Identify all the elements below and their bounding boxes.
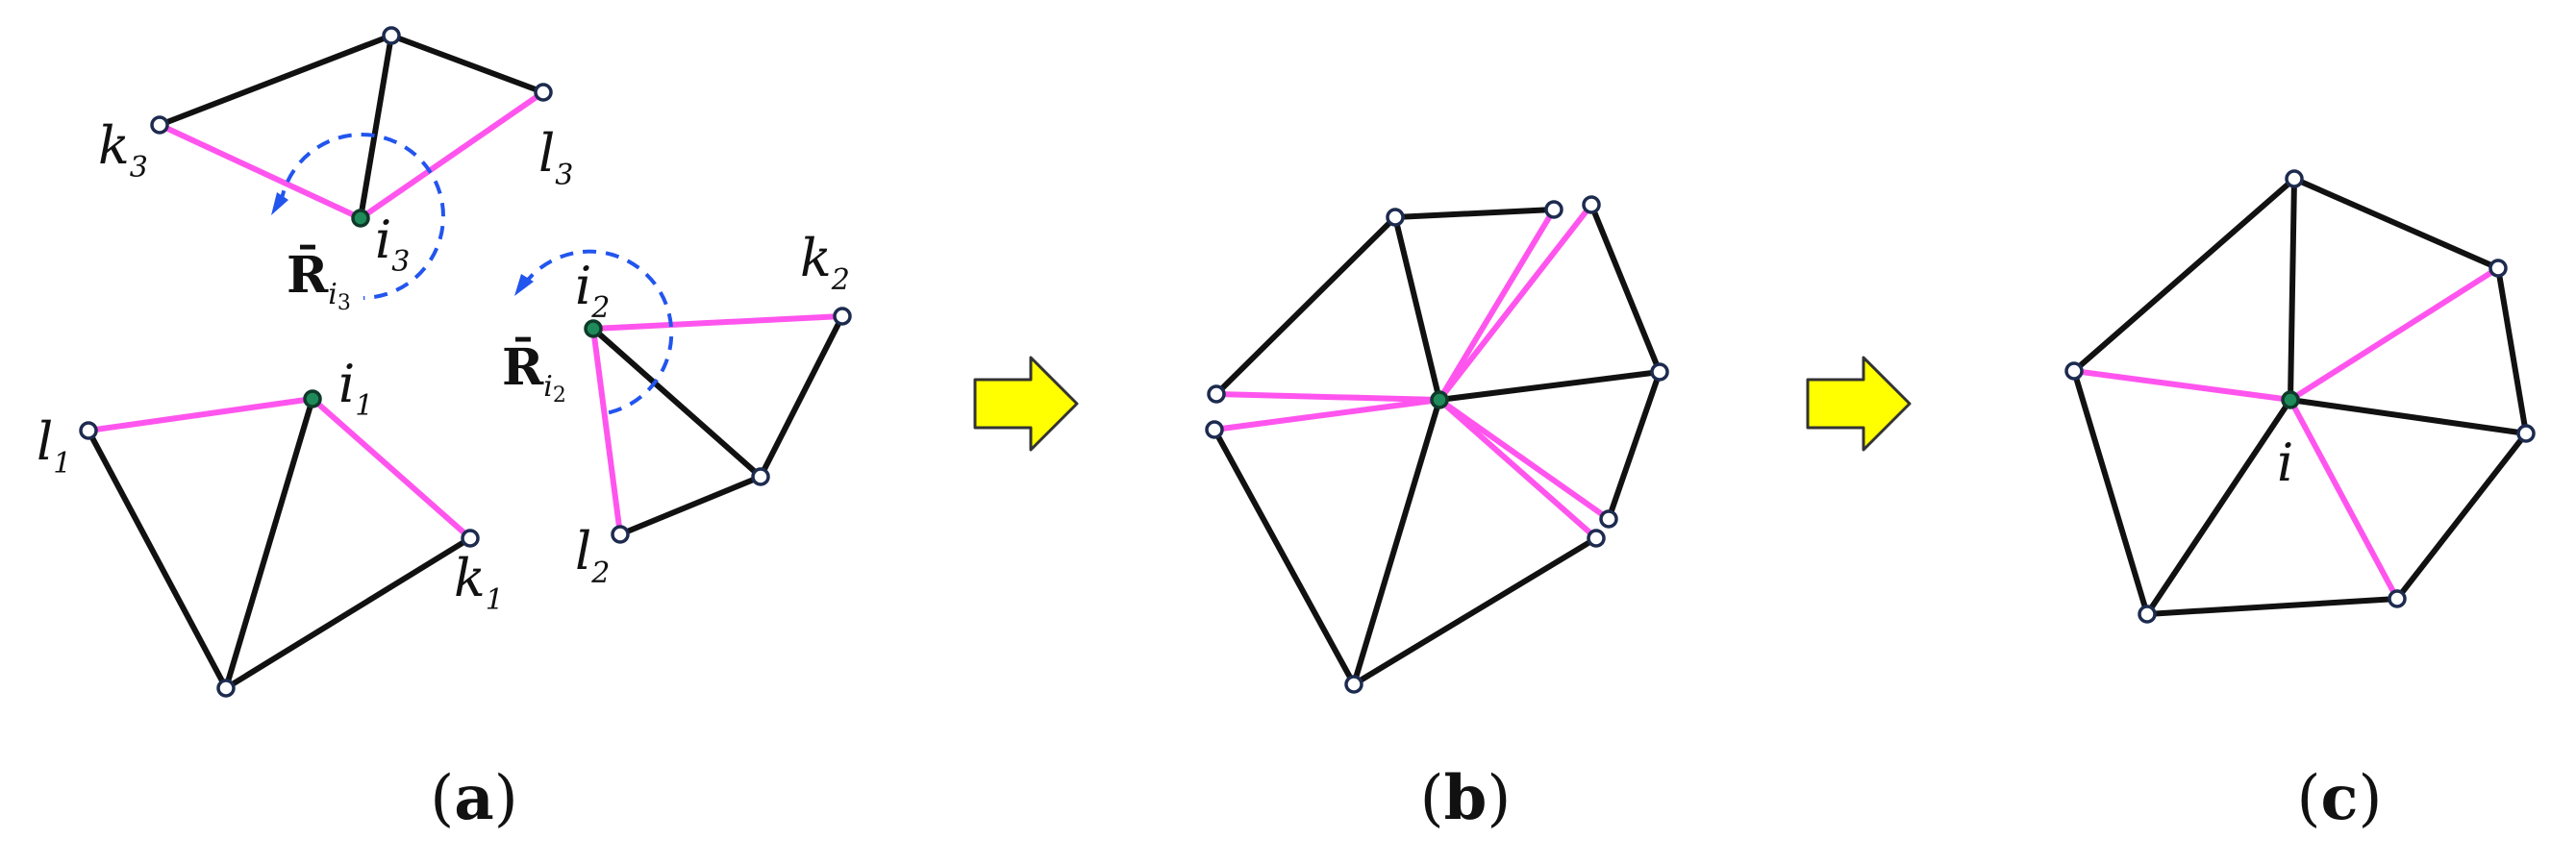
label-l2: l2 xyxy=(575,521,610,590)
vertex-node xyxy=(2285,169,2304,188)
vertex-node-l3 xyxy=(534,83,553,102)
edge xyxy=(2144,397,2293,617)
caption-a: (a) xyxy=(430,762,517,834)
edge xyxy=(2071,176,2297,374)
vertex-node xyxy=(1544,200,1563,219)
vertex-node xyxy=(1205,420,1224,439)
highlight-edge xyxy=(1437,202,1594,403)
edge xyxy=(1606,369,1663,522)
transition-arrow-1 xyxy=(973,356,1079,452)
rotation-arrowhead-i2 xyxy=(514,274,534,296)
highlight-edge xyxy=(2071,368,2293,403)
edge xyxy=(388,33,546,95)
edge xyxy=(590,326,763,480)
highlight-edge xyxy=(590,313,845,332)
highlight-edge xyxy=(1212,397,1442,432)
center-node xyxy=(1430,390,1449,409)
label-k1: k1 xyxy=(454,548,504,617)
edge xyxy=(2071,368,2150,617)
label-l3: l3 xyxy=(538,123,573,192)
edge xyxy=(358,33,394,221)
edge xyxy=(1392,214,1442,403)
vertex-node xyxy=(2138,605,2157,624)
vertex-node xyxy=(1207,384,1226,404)
edge xyxy=(2394,431,2529,602)
panel-c: i xyxy=(2064,169,2536,624)
vertex-node-l2 xyxy=(611,525,630,544)
vertex-node xyxy=(1599,509,1618,529)
label-k2: k2 xyxy=(800,228,850,297)
highlight-edge xyxy=(157,122,363,221)
label-R-i3: R̄i3 xyxy=(287,245,351,315)
edge xyxy=(86,428,229,691)
edge xyxy=(617,474,763,537)
highlight-edge xyxy=(2288,265,2501,403)
highlight-edge xyxy=(1437,397,1599,541)
highlight-edge xyxy=(310,396,473,541)
edge xyxy=(157,33,394,128)
highlight-edge xyxy=(86,396,315,433)
vertex-node xyxy=(1650,362,1669,382)
edge xyxy=(2144,596,2400,617)
vertex-node xyxy=(2388,589,2407,608)
rotation-arrowhead-i3 xyxy=(271,192,288,215)
label-i: i xyxy=(2277,432,2293,493)
label-i2: i2 xyxy=(575,256,610,325)
center-node-i2 xyxy=(584,319,603,338)
vertex-node xyxy=(216,679,236,698)
label-l1: l1 xyxy=(37,411,71,481)
edge xyxy=(758,313,845,480)
label-k3: k3 xyxy=(98,115,148,185)
label-i1: i1 xyxy=(338,354,373,423)
edge xyxy=(2495,265,2529,436)
caption-b: (b) xyxy=(1420,762,1512,834)
center-node-i3 xyxy=(351,209,370,228)
edge xyxy=(1437,369,1663,403)
edge xyxy=(223,535,473,691)
panel-b xyxy=(1205,195,1669,694)
highlight-edge xyxy=(2288,397,2400,602)
rotation-arc-i2 xyxy=(522,249,674,415)
vertex-node xyxy=(1582,195,1601,214)
vertex-node xyxy=(1386,208,1405,227)
edge xyxy=(223,396,315,691)
edge xyxy=(1351,535,1599,687)
edge xyxy=(1351,397,1442,687)
label-i3: i3 xyxy=(375,210,410,279)
vertex-node-k1 xyxy=(461,529,480,548)
edge xyxy=(1588,202,1663,375)
highlight-edge xyxy=(1213,391,1442,403)
edge xyxy=(1213,214,1398,397)
caption-c: (c) xyxy=(2297,762,2383,834)
transition-arrow-2 xyxy=(1806,356,1912,452)
center-node-i1 xyxy=(303,389,322,408)
edge xyxy=(1212,427,1357,687)
vertex-node xyxy=(2488,259,2508,278)
vertex-node-k3 xyxy=(150,115,169,135)
vertex-node xyxy=(2516,424,2536,443)
panel-a: k3 l3 i3 R̄i3 i2 k2 R̄i2 i1 l1 k1 l2 xyxy=(37,26,852,698)
rotation-arc-i3 xyxy=(279,133,445,300)
highlight-edge xyxy=(1437,397,1612,522)
edge xyxy=(2288,397,2529,436)
edge xyxy=(1392,207,1557,220)
edge xyxy=(2288,176,2297,403)
highlight-edge xyxy=(1437,207,1557,403)
center-node-i xyxy=(2281,390,2300,409)
vertex-node-l1 xyxy=(79,421,98,440)
vertex-node xyxy=(751,467,770,486)
highlight-edge xyxy=(590,326,623,537)
vertex-node xyxy=(1344,675,1363,694)
vertex-node xyxy=(2064,361,2084,381)
vertex-node-k2 xyxy=(833,307,852,326)
highlight-edge xyxy=(358,89,546,221)
vertex-node xyxy=(1587,529,1606,548)
edge xyxy=(2291,176,2501,271)
vertex-node xyxy=(382,26,401,45)
label-R-i2: R̄i2 xyxy=(502,337,566,408)
